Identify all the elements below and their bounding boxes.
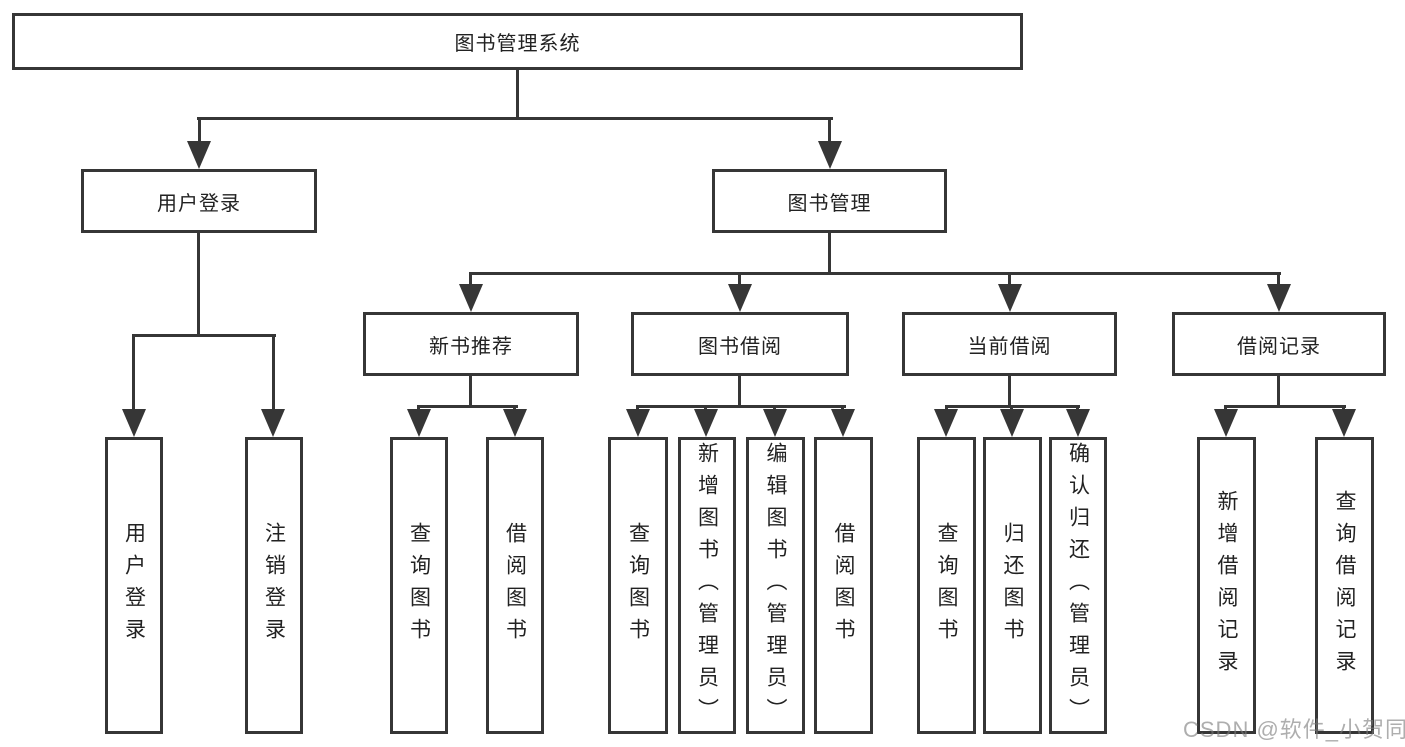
connector-current-borrow-stem	[1008, 376, 1011, 407]
node-book-management-label: 图书管理	[787, 192, 872, 215]
connector-borrow-records-stem	[1277, 376, 1280, 407]
arrow-down-icon	[1000, 409, 1024, 437]
leaf-label: 借阅图书	[832, 521, 855, 650]
arrow-down-icon	[818, 141, 842, 169]
connector-root-stem	[516, 70, 519, 119]
node-new-book-recommend-label: 新书推荐	[429, 335, 513, 358]
arrow-down-icon	[728, 284, 752, 312]
connector-to-borrow-records	[1277, 272, 1280, 288]
arrow-down-icon	[998, 284, 1022, 312]
leaf-label: 注销登录	[262, 521, 286, 650]
node-current-borrow: 当前借阅	[902, 312, 1117, 376]
node-borrow-records-label: 借阅记录	[1237, 335, 1321, 358]
node-user-login: 用户登录	[81, 169, 317, 233]
arrow-down-icon	[763, 409, 787, 437]
node-leaf-user-login: 用户登录	[105, 437, 163, 734]
node-book-management: 图书管理	[712, 169, 947, 233]
leaf-label: 编辑图书（管理员）	[764, 441, 787, 730]
node-user-login-label: 用户登录	[157, 192, 241, 215]
connector-book-management-stem	[828, 233, 831, 275]
connector-to-current-borrow	[1008, 272, 1011, 288]
leaf-label: 新增图书（管理员）	[695, 441, 719, 730]
node-book-borrow-label: 图书借阅	[698, 335, 782, 358]
node-leaf-confirm-return-admin: 确认归还（管理员）	[1049, 437, 1107, 734]
connector-to-logout-leaf	[272, 334, 275, 412]
connector-book-borrow-stem	[738, 376, 741, 407]
csdn-watermark: CSDN @软件_小贺同学	[1183, 717, 1405, 742]
node-new-book-recommend: 新书推荐	[363, 312, 579, 376]
node-leaf-query-books-borrow: 查询图书	[608, 437, 668, 734]
arrow-down-icon	[459, 284, 483, 312]
node-book-borrow: 图书借阅	[631, 312, 849, 376]
arrow-down-icon	[1332, 409, 1356, 437]
node-leaf-borrow-books: 借阅图书	[814, 437, 873, 734]
connector-to-new-book	[469, 272, 472, 288]
arrow-down-icon	[626, 409, 650, 437]
node-borrow-records: 借阅记录	[1172, 312, 1386, 376]
arrow-down-icon	[261, 409, 285, 437]
node-leaf-borrow-books-recommend: 借阅图书	[486, 437, 544, 734]
node-leaf-logout: 注销登录	[245, 437, 303, 734]
leaf-label: 查询图书	[935, 521, 958, 650]
connector-book-management-split	[469, 272, 1281, 275]
leaf-label: 查询图书	[407, 521, 431, 650]
arrow-down-icon	[122, 409, 146, 437]
leaf-label: 归还图书	[1001, 521, 1024, 650]
leaf-label: 用户登录	[122, 521, 146, 650]
leaf-label: 新增借阅记录	[1215, 489, 1238, 682]
node-leaf-query-books-current: 查询图书	[917, 437, 976, 734]
connector-to-book-borrow	[738, 272, 741, 288]
connector-borrow-records-split	[1224, 405, 1346, 408]
leaf-label: 查询图书	[626, 521, 650, 650]
leaf-label: 查询借阅记录	[1333, 489, 1356, 682]
connector-to-book-management	[828, 117, 831, 145]
arrow-down-icon	[187, 141, 211, 169]
arrow-down-icon	[1267, 284, 1291, 312]
connector-new-book-stem	[469, 376, 472, 408]
arrow-down-icon	[503, 409, 527, 437]
connector-to-login-leaf	[132, 334, 135, 412]
connector-root-split	[197, 117, 833, 120]
connector-book-borrow-split	[636, 405, 846, 408]
node-library-system: 图书管理系统	[12, 13, 1023, 70]
arrow-down-icon	[831, 409, 855, 437]
arrow-down-icon	[407, 409, 431, 437]
node-leaf-query-borrow-record: 查询借阅记录	[1315, 437, 1374, 734]
arrow-down-icon	[934, 409, 958, 437]
connector-user-login-split	[132, 334, 276, 337]
node-library-system-label: 图书管理系统	[454, 33, 581, 55]
arrow-down-icon	[694, 409, 718, 437]
connector-new-book-split	[417, 405, 518, 408]
connector-user-login-stem	[197, 233, 200, 337]
node-leaf-return-books: 归还图书	[983, 437, 1042, 734]
arrow-down-icon	[1214, 409, 1238, 437]
node-current-borrow-label: 当前借阅	[967, 335, 1052, 358]
node-leaf-query-books-recommend: 查询图书	[390, 437, 448, 734]
connector-to-user-login	[198, 117, 201, 145]
arrow-down-icon	[1066, 409, 1090, 437]
leaf-label: 确认归还（管理员）	[1066, 441, 1090, 730]
node-leaf-edit-books-admin: 编辑图书（管理员）	[746, 437, 805, 734]
node-leaf-add-borrow-record: 新增借阅记录	[1197, 437, 1256, 734]
node-leaf-add-books-admin: 新增图书（管理员）	[678, 437, 736, 734]
leaf-label: 借阅图书	[503, 521, 527, 650]
